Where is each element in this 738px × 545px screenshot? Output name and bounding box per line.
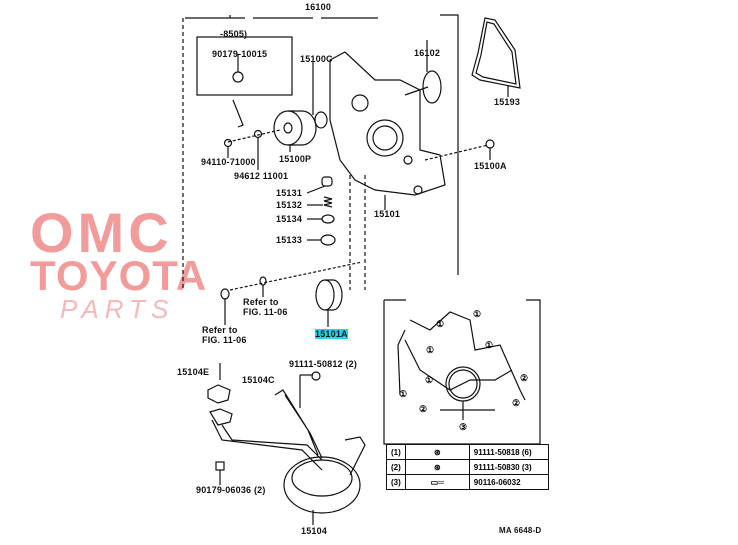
label-15193: 15193	[494, 97, 521, 107]
callout-2: ②	[512, 398, 521, 408]
callout-1: ①	[426, 345, 435, 355]
label-15104E: 15104E	[177, 367, 210, 377]
callout-3: ③	[459, 422, 468, 432]
bolt-legend-table: (1) ⊛ 91111-50818 (6) (2) ⊛ 91111-50830 …	[386, 444, 549, 490]
legend-row: (1) ⊛ 91111-50818 (6)	[386, 444, 549, 460]
diagram-code: MA 6648-D	[499, 526, 542, 535]
label-94110-71000: 94110-71000	[201, 157, 256, 167]
watermark-toyota: TOYOTA	[30, 252, 208, 299]
callout-1: ①	[425, 375, 434, 385]
legend-part: 91111-50830 (3)	[468, 459, 549, 475]
legend-row: (3) ▭═ 90116-06032	[386, 474, 549, 490]
legend-key: (2)	[386, 459, 406, 475]
label-refer-fig-2: FIG. 11-06	[202, 335, 247, 345]
label-15101A-highlighted[interactable]: 15101A	[315, 329, 348, 339]
label-90179-10015: 90179-10015	[212, 49, 268, 59]
label-16102: 16102	[414, 48, 441, 58]
label-15104: 15104	[301, 526, 328, 536]
watermark-omc: OMC	[30, 201, 173, 264]
label-15104C: 15104C	[242, 375, 275, 385]
label-94612-11001: 94612 11001	[234, 171, 289, 181]
label-15133: 15133	[276, 235, 303, 245]
callout-2: ②	[419, 404, 428, 414]
legend-bolt-icon: ⊛	[404, 459, 470, 475]
callout-1: ①	[485, 340, 494, 350]
watermark-parts: PARTS	[60, 294, 175, 324]
callout-1: ①	[436, 319, 445, 329]
label-15100P: 15100P	[279, 154, 312, 164]
legend-part: 90116-06032	[468, 474, 549, 490]
legend-stud-icon: ▭═	[404, 474, 470, 490]
label-15131: 15131	[276, 188, 303, 198]
legend-row: (2) ⊛ 91111-50830 (3)	[386, 459, 549, 475]
label-refer-fig-1: FIG. 11-06	[243, 307, 288, 317]
legend-key: (3)	[386, 474, 406, 490]
label-refer-to-1: Refer to	[243, 297, 279, 307]
callout-1: ①	[399, 389, 408, 399]
label-91111-50812: 91111-50812 (2)	[289, 359, 358, 369]
label-90179-06036: 90179-06036 (2)	[196, 485, 266, 495]
label-15100A: 15100A	[474, 161, 507, 171]
label-15100C: 15100C	[300, 54, 333, 64]
label-refer-to-2: Refer to	[202, 325, 238, 335]
legend-bolt-icon: ⊛	[404, 444, 470, 460]
label-15101: 15101	[374, 209, 401, 219]
callout-2: ②	[520, 373, 529, 383]
label-16100: 16100	[305, 2, 332, 12]
callout-1: ①	[473, 309, 482, 319]
label-15132: 15132	[276, 200, 303, 210]
legend-key: (1)	[386, 444, 406, 460]
legend-part: 91111-50818 (6)	[468, 444, 549, 460]
label-15134: 15134	[276, 214, 303, 224]
label-range-note: -8505)	[220, 29, 248, 39]
